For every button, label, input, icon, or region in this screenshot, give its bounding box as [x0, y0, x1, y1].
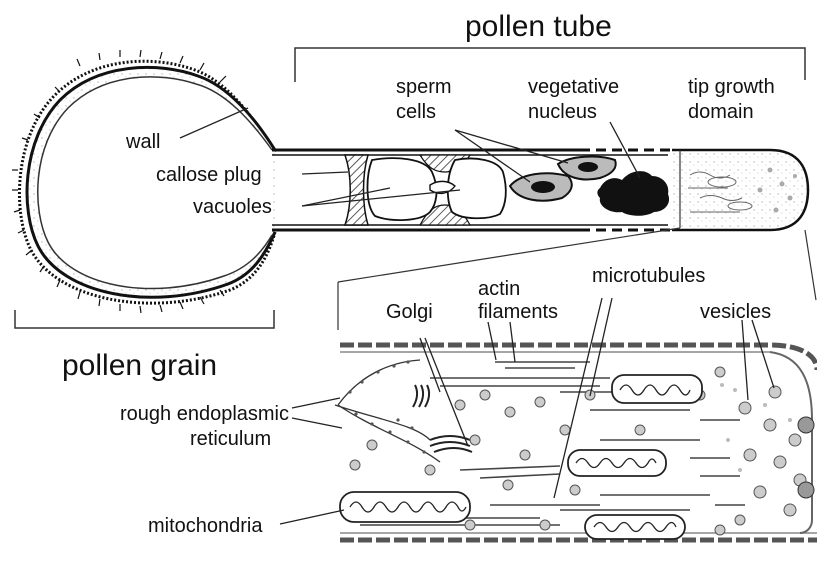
label-filaments: filaments	[478, 301, 558, 323]
label-nucleus: nucleus	[528, 101, 597, 123]
label-mitochondria: mitochondria	[148, 515, 263, 537]
tube-tip-closeup	[335, 345, 817, 540]
label-callose-plug: callose plug	[156, 164, 262, 186]
label-golgi: Golgi	[386, 301, 433, 323]
label-pollen-tube: pollen tube	[465, 10, 612, 43]
label-rough-endoplasmic: rough endoplasmic	[120, 403, 289, 425]
tip-growth-domain	[672, 150, 808, 230]
label-actin: actin	[478, 278, 520, 300]
label-wall: wall	[125, 131, 160, 153]
label-reticulum: reticulum	[190, 428, 271, 450]
pollen-tube	[272, 150, 808, 230]
label-vegetative: vegetative	[528, 76, 619, 98]
label-vacuoles: vacuoles	[193, 196, 272, 218]
label-sperm: sperm	[396, 76, 452, 98]
vegetative-nucleus	[597, 171, 669, 216]
vacuole-right	[448, 159, 506, 219]
label-pollen-grain: pollen grain	[62, 349, 217, 382]
label-tip-growth: tip growth	[688, 76, 775, 98]
label-vesicles: vesicles	[700, 301, 771, 323]
pollen-grain-bracket	[15, 310, 274, 328]
label-domain: domain	[688, 101, 754, 123]
callose-plug	[345, 155, 368, 225]
vacuole-left	[367, 158, 436, 220]
label-cells: cells	[396, 101, 436, 123]
label-microtubules: microtubules	[592, 265, 705, 287]
